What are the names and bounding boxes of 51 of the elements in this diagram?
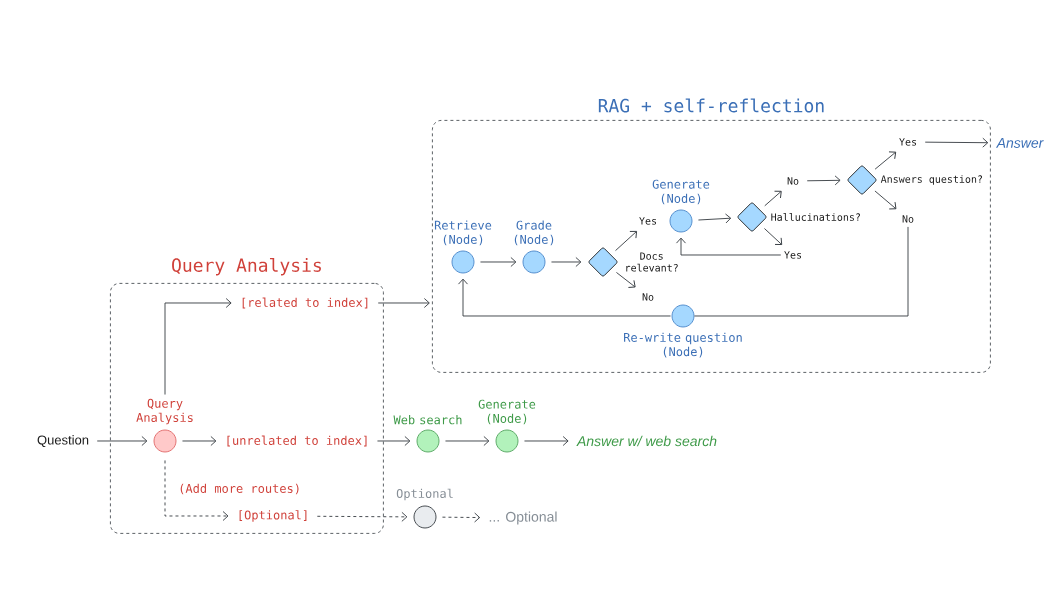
route-label: [related to index] (242, 297, 368, 309)
arrow (874, 151, 897, 170)
branch-label: Yes (899, 138, 917, 146)
node-label: Query Analysis (136, 398, 193, 425)
output-text: ... Optional (489, 511, 557, 525)
arrow (924, 137, 989, 148)
arrow (377, 436, 411, 446)
branch-label: No (642, 293, 654, 301)
arrow (551, 257, 582, 267)
note-text: (Add more routes) (180, 483, 299, 495)
output-text: Answer (995, 138, 1044, 148)
arrow (764, 190, 782, 207)
node-label: Optional (396, 488, 453, 501)
route-label: [unrelated to index] (227, 435, 367, 447)
decision-label: Hallucinations? (771, 213, 860, 221)
arrow (316, 511, 408, 522)
arrow (676, 237, 782, 256)
arrow (458, 278, 671, 317)
arrow (164, 460, 229, 521)
arrow (445, 436, 490, 446)
branch-label: Yes (639, 217, 657, 225)
node-label: Retrieve (Node) (434, 220, 492, 246)
arrow (697, 213, 732, 224)
arrow (377, 298, 430, 308)
arrow (806, 175, 841, 186)
arrow (874, 190, 897, 210)
decision-label: Answers question? (880, 175, 983, 185)
node-label: Re-write question (Node) (624, 332, 742, 358)
arrow (615, 230, 638, 252)
group-title: RAG + self-reflection (598, 98, 824, 113)
arrow (164, 298, 232, 395)
route-label: [Optional] (239, 510, 307, 522)
arrow (96, 436, 148, 446)
output-text: Answer w/ web search (576, 435, 717, 447)
branch-label: No (787, 177, 799, 185)
branch-label: Yes (784, 251, 802, 259)
node-label: Generate (Node) (652, 179, 710, 205)
connector-line (694, 226, 909, 317)
branch-label: No (902, 215, 914, 223)
arrow (442, 512, 481, 523)
arrow (524, 436, 569, 446)
node-label: Web search (393, 415, 462, 425)
node-label: Generate (Node) (478, 399, 536, 425)
arrow (615, 272, 636, 288)
input-text: Question (37, 435, 89, 447)
arrow (763, 228, 783, 245)
arrow (480, 257, 517, 267)
arrow (182, 436, 217, 446)
node-label: Grade (Node) (514, 220, 554, 246)
group-title: Query Analysis (172, 257, 321, 276)
decision-label: Docs relevant? (626, 252, 678, 272)
